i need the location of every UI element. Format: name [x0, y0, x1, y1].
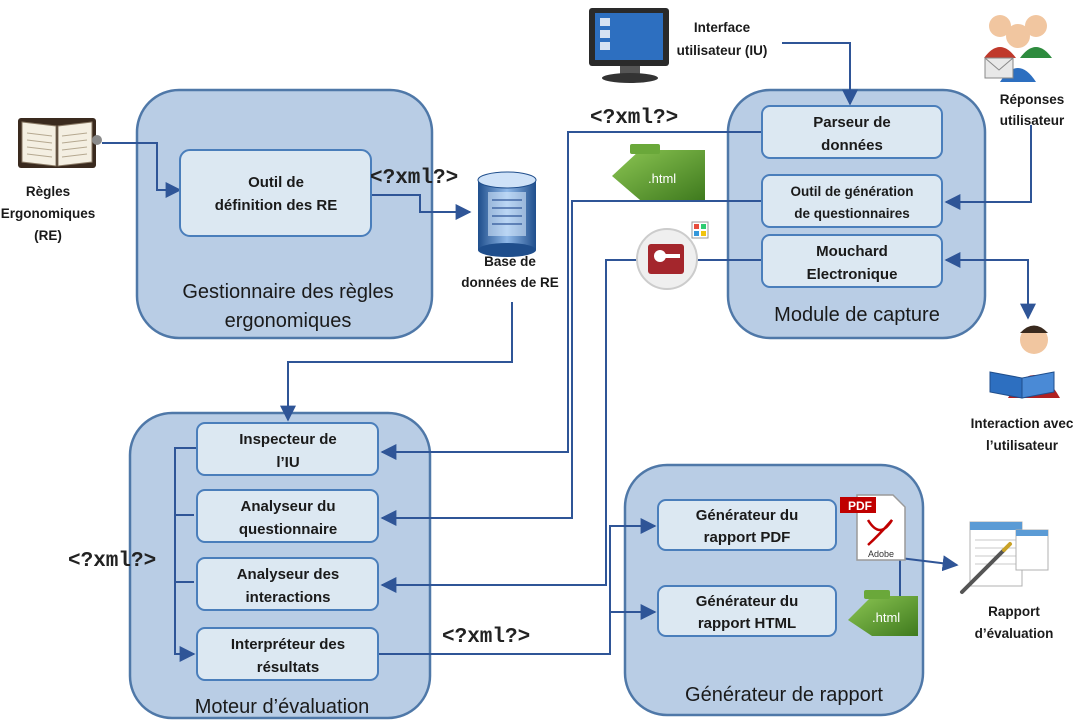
label-interaction: Interaction avec l’utilisateur: [971, 416, 1074, 453]
label-base-line1: Base de: [484, 254, 536, 269]
module-gestionnaire-title-line1: Gestionnaire des règles: [182, 281, 393, 303]
arrow-outilgen-to-analyseurq: [380, 200, 762, 526]
arrow-outil-to-base: [371, 194, 472, 220]
arrow-mouchard-interaction: [944, 252, 1036, 320]
box-generateur-html-line1: Générateur du: [696, 593, 799, 610]
xml-tag-top-left: <?xml?>: [370, 167, 458, 190]
box-interpreteur-line1: Interpréteur des: [231, 636, 345, 653]
report-icon: [960, 521, 1049, 594]
database-icon: [477, 171, 537, 257]
label-reponses-line2: utilisateur: [1000, 113, 1065, 128]
arrow-interface-to-parseur: [782, 42, 858, 106]
label-rapport-line1: Rapport: [988, 604, 1040, 619]
label-interface-line2: utilisateur (IU): [677, 43, 768, 58]
user-reading-icon: [989, 325, 1060, 399]
arrow-bracket-to-interpreteur: [174, 447, 196, 662]
arrow-base-to-inspecteur: [280, 302, 513, 422]
arrow-parseur-to-inspecteur: [380, 131, 762, 460]
arrow-regles-to-outil: [102, 142, 182, 198]
box-outil-generation-line1: Outil de génération: [790, 184, 913, 199]
box-generateur-pdf: Générateur du rapport PDF: [657, 499, 837, 551]
label-interface: Interface utilisateur (IU): [677, 20, 768, 58]
box-outil-definition: Outil de définition des RE: [179, 149, 372, 237]
box-inspecteur: Inspecteur de l’IU: [196, 422, 379, 476]
box-analyseur-questionnaire: Analyseur du questionnaire: [196, 489, 379, 543]
box-generateur-pdf-line1: Générateur du: [696, 507, 799, 524]
box-analyseur-interactions: Analyseur des interactions: [196, 557, 379, 611]
module-capture-title: Module de capture: [774, 304, 940, 326]
pdf-label: PDF: [848, 499, 872, 513]
box-parseur: Parseur de données: [761, 105, 943, 159]
label-base-line2: données de RE: [461, 275, 559, 290]
label-base: Base de données de RE: [461, 254, 559, 290]
label-reponses: Réponses utilisateur: [1000, 92, 1065, 128]
label-regles-line3: (RE): [34, 228, 62, 243]
arrow-pdf-to-rapport: [899, 555, 959, 572]
xml-tag-bottom: <?xml?>: [442, 626, 530, 649]
box-interpreteur: Interpréteur des résultats: [196, 627, 379, 681]
monitor-icon: [589, 8, 669, 83]
box-parseur-line2: données: [821, 137, 883, 154]
box-generateur-html: Générateur du rapport HTML: [657, 585, 837, 637]
box-analyseur-questionnaire-line2: questionnaire: [239, 521, 337, 538]
pdf-file-icon: PDF Adobe: [840, 494, 906, 561]
label-reponses-line1: Réponses: [1000, 92, 1065, 107]
box-mouchard-line2: Electronique: [807, 266, 898, 283]
box-interpreteur-line2: résultats: [257, 659, 320, 676]
box-outil-definition-line1: Outil de: [248, 174, 304, 191]
xml-tag-left: <?xml?>: [68, 550, 156, 573]
box-mouchard-line1: Mouchard: [816, 243, 888, 260]
html-file-label-bottom: .html: [872, 610, 900, 625]
box-outil-generation-line2: de questionnaires: [794, 206, 910, 221]
module-moteur-title: Moteur d’évaluation: [195, 696, 370, 718]
html-file-label-top: .html: [648, 171, 676, 186]
box-analyseur-interactions-line1: Analyseur des: [237, 566, 340, 583]
box-generateur-html-line2: rapport HTML: [698, 615, 796, 632]
html-file-icon-bottom: .html: [848, 590, 918, 636]
module-gestionnaire-title-line2: ergonomiques: [225, 310, 352, 332]
label-rapport-line2: d’évaluation: [975, 626, 1054, 641]
module-generateur-title: Générateur de rapport: [685, 684, 883, 706]
label-regles-line2: Ergonomiques: [1, 206, 96, 221]
box-analyseur-interactions-line2: interactions: [245, 589, 330, 606]
xml-tag-top-right: <?xml?>: [590, 107, 678, 130]
box-mouchard: Mouchard Electronique: [761, 234, 943, 288]
label-rapport: Rapport d’évaluation: [975, 604, 1054, 641]
label-regles-line1: Règles: [26, 184, 70, 199]
label-regles: Règles Ergonomiques (RE): [1, 184, 96, 243]
label-interaction-line1: Interaction avec: [971, 416, 1074, 431]
box-outil-definition-line2: définition des RE: [215, 197, 338, 214]
box-parseur-line1: Parseur de: [813, 114, 891, 131]
arrow-interpreteur-to-genpdf: [378, 518, 657, 655]
adobe-label: Adobe: [868, 549, 894, 559]
connectors: [102, 42, 1036, 662]
access-icon: [636, 221, 709, 290]
box-generateur-pdf-line2: rapport PDF: [704, 529, 791, 546]
label-interaction-line2: l’utilisateur: [986, 438, 1059, 453]
label-interface-line1: Interface: [694, 20, 751, 35]
users-icon: [984, 15, 1052, 82]
book-icon: [18, 118, 102, 168]
box-analyseur-questionnaire-line1: Analyseur du: [240, 498, 335, 515]
box-inspecteur-line2: l’IU: [276, 454, 299, 471]
box-inspecteur-line1: Inspecteur de: [239, 431, 337, 448]
html-file-icon: .html: [612, 144, 705, 200]
box-outil-generation: Outil de génération de questionnaires: [761, 174, 943, 228]
arrow-reponses-to-outilgen: [944, 125, 1032, 210]
